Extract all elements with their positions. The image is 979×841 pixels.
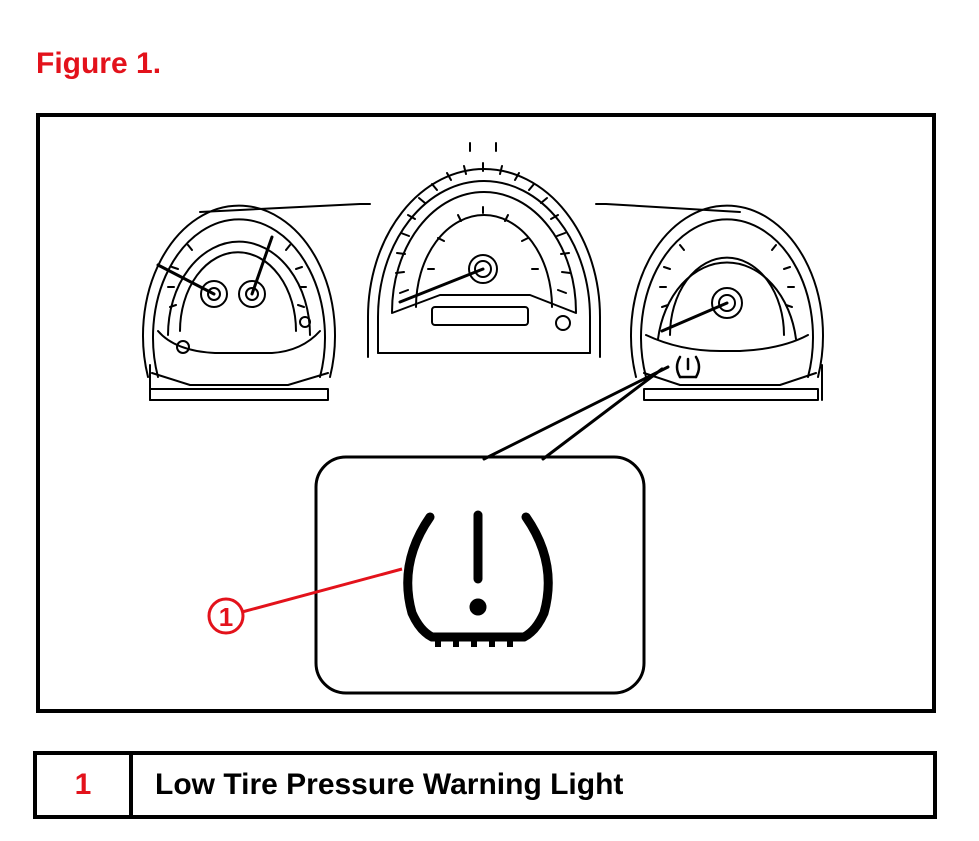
left-gauge — [142, 204, 336, 401]
figure-frame: 1 — [36, 113, 936, 713]
center-speedometer — [367, 142, 601, 358]
tire-pressure-warning-icon — [403, 510, 553, 647]
right-gauge — [630, 204, 824, 401]
callout-leader-line — [241, 567, 403, 614]
cluster-housing — [149, 203, 823, 401]
callout-circle — [207, 597, 245, 635]
instrument-cluster-diagram: 1 — [142, 142, 824, 695]
cluster-tpms-indicator — [675, 355, 701, 379]
callout-number: 1 — [219, 602, 233, 632]
legend-item-number: 1 — [37, 755, 133, 815]
zoom-box — [314, 455, 646, 695]
figure-title: Figure 1. — [36, 47, 162, 80]
legend-item-label: Low Tire Pressure Warning Light — [155, 768, 624, 801]
zoom-leader — [482, 365, 670, 461]
callout-1: 1 — [207, 567, 403, 635]
legend-table: 1 Low Tire Pressure Warning Light — [33, 751, 937, 819]
